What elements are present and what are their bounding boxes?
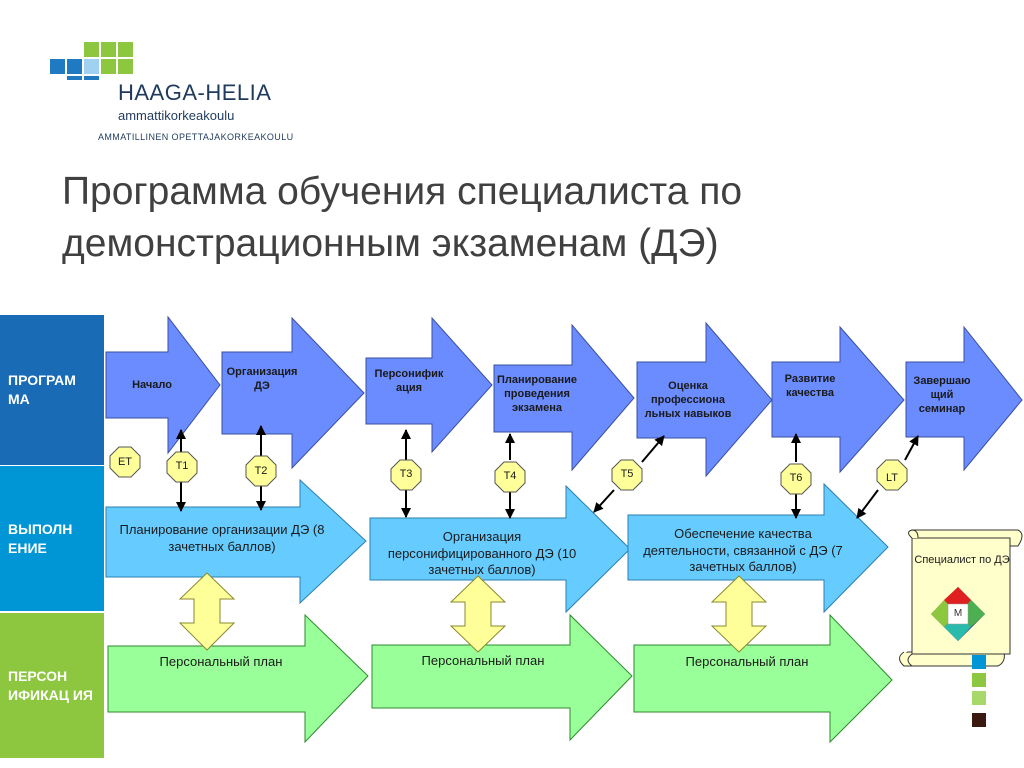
token-shape-t4 [494, 461, 526, 493]
plan-arrow-3 [633, 613, 893, 744]
module-label-1: Планирование организации ДЭ (8 зачетных … [119, 522, 325, 554]
token-lt: LT [885, 472, 899, 484]
step-label-7: Завершаю щий семинар [913, 374, 971, 416]
step-arrow-3 [365, 316, 493, 454]
logo-name: HAAGA-HELIA [118, 80, 272, 105]
token-shape-t1 [166, 451, 198, 483]
row-label-execution: ВЫПОЛН ЕНИЕ [8, 520, 73, 556]
step-label-5: Оценка профессиона льных навыков [644, 379, 732, 421]
row-bg-personalization [0, 613, 104, 758]
step-label-1: Начало [132, 378, 172, 391]
page-title-line-2: демонстрационным экзаменам (ДЭ) [62, 222, 719, 265]
certificate-badge-letter: М [953, 608, 963, 619]
step-arrow-6 [771, 325, 905, 474]
module-arrow-2 [369, 484, 631, 614]
token-t2: T2 [254, 465, 268, 477]
certificate-badge-icon [931, 587, 985, 641]
token-t6: T6 [789, 472, 803, 484]
certificate-scroll [899, 529, 1023, 667]
plan-label-2: Персональный план [421, 652, 545, 668]
step-arrow-5 [636, 321, 773, 478]
module-label-2: Организация персонифицированного ДЭ (10 … [387, 529, 577, 578]
step-label-2: Организация ДЭ [226, 365, 298, 392]
module-label-3: Обеспечение качества деятельности, связа… [643, 526, 843, 575]
token-shape-t2 [245, 455, 277, 487]
token-shape-lt [876, 459, 908, 491]
token-t4: T4 [503, 470, 517, 482]
token-et: ET [117, 456, 133, 468]
logo-tagline: AMMATILLINEN OPETTAJAKORKEAKOULU [98, 132, 294, 142]
token-shape-et [109, 446, 141, 478]
step-label-6: Развитие качества [784, 372, 836, 399]
row-bg-execution [0, 466, 104, 611]
double-arrow-2 [449, 575, 507, 653]
row-label-personalization: ПЕРСОН ИФИКАЦ ИЯ [8, 667, 93, 703]
logo-squares-icon [50, 42, 133, 80]
token-shape-t6 [780, 463, 812, 495]
module-arrow-3 [627, 482, 889, 614]
row-label-program: ПРОГРАМ МА [8, 372, 76, 407]
plan-label-3: Персональный план [685, 653, 809, 669]
token-t5: T5 [620, 468, 634, 480]
step-arrow-4 [493, 323, 635, 472]
row-bg-program [0, 315, 104, 465]
token-t3: T3 [399, 468, 413, 480]
token-shape-t5 [611, 459, 643, 491]
step-arrow-1 [105, 315, 221, 455]
token-shapes [109, 446, 908, 495]
double-arrow-3 [710, 575, 768, 653]
page-title: Программа обучения специалиста по демонс… [62, 166, 962, 270]
token-shape-t3 [390, 459, 422, 491]
plan-label-1: Персональный план [159, 653, 283, 669]
page-title-line-1: Программа обучения специалиста по [62, 170, 743, 213]
logo-subtitle: ammattikorkeakoulu [118, 108, 235, 123]
plan-arrow-2 [371, 613, 633, 742]
legend-squares [972, 655, 986, 727]
module-arrow-1 [105, 478, 367, 605]
step-label-4: Планирование проведения экзамена [496, 373, 578, 415]
connector-arrows [176, 425, 919, 519]
double-arrow-1 [178, 572, 236, 651]
step-label-3: Персонифик ация [374, 367, 444, 394]
token-t1: T1 [175, 460, 189, 472]
certificate-text: Специалист по ДЭ [914, 554, 1010, 566]
plan-arrow-1 [107, 613, 369, 744]
haaga-helia-logo: HAAGA-HELIA ammattikorkeakoulu AMMATILLI… [50, 40, 293, 150]
